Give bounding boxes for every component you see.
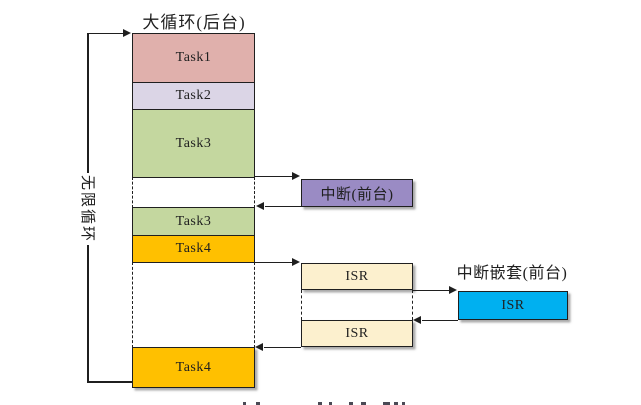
arrow-task4-to-isr-head-icon xyxy=(292,258,300,266)
nested-interrupt-title: 中断嵌套(前台) xyxy=(456,265,568,282)
task3-label: Task3 xyxy=(175,135,212,151)
arrow-isr-to-nested-head-icon xyxy=(449,286,457,294)
isr-left-dashed-link xyxy=(301,290,302,320)
arrow-task4-to-isr-line xyxy=(255,261,293,263)
task4-block: Task4 xyxy=(132,235,255,263)
column-right-dashed-gap2 xyxy=(254,262,255,348)
loop-entry-arrowhead-icon xyxy=(123,29,131,37)
task2-block: Task2 xyxy=(132,82,255,110)
arrow-isr-return-head-icon xyxy=(255,343,263,351)
diagram-title: 大循环(后台) xyxy=(142,13,246,32)
arrow-nested-return-line xyxy=(422,319,458,321)
loop-bracket-bottom-line xyxy=(87,381,133,383)
isr-bottom-label: ISR xyxy=(345,325,369,341)
arrow-task3-to-interrupt-line xyxy=(255,175,293,177)
arrow-nested-return-head-icon xyxy=(413,316,421,324)
task4-resume-block: Task4 xyxy=(132,347,255,388)
interrupt-label: 中断(前台) xyxy=(320,186,394,203)
task3-resume-block: Task3 xyxy=(132,207,255,236)
arrow-interrupt-return-line xyxy=(265,205,301,207)
nested-isr-block: ISR xyxy=(458,291,568,320)
task3-block: Task3 xyxy=(132,109,255,178)
task1-label: Task1 xyxy=(175,50,212,65)
arrow-interrupt-return-head-icon xyxy=(256,202,264,210)
isr-right-dashed-link xyxy=(412,290,413,320)
task3-resume-label: Task3 xyxy=(175,213,212,229)
arrow-isr-return-line xyxy=(264,346,301,348)
task1-block: Task1 xyxy=(132,33,255,83)
infinite-loop-label: 无限循环 xyxy=(78,173,96,245)
task4-resume-label: Task4 xyxy=(175,359,212,375)
loop-bracket-top-line xyxy=(87,32,124,34)
nested-isr-label: ISR xyxy=(501,297,525,313)
isr-top-label: ISR xyxy=(345,268,369,284)
isr-top-block: ISR xyxy=(301,263,413,290)
column-left-dashed-gap1 xyxy=(132,177,133,208)
arrow-task3-to-interrupt-head-icon xyxy=(292,172,300,180)
arrow-isr-to-nested-line xyxy=(413,289,451,291)
column-right-dashed-gap1 xyxy=(254,177,255,208)
column-left-dashed-gap2 xyxy=(132,262,133,348)
interrupt-block: 中断(前台) xyxy=(301,179,413,207)
isr-bottom-block: ISR xyxy=(301,320,413,347)
task2-label: Task2 xyxy=(175,88,212,103)
task4-label: Task4 xyxy=(175,241,212,256)
